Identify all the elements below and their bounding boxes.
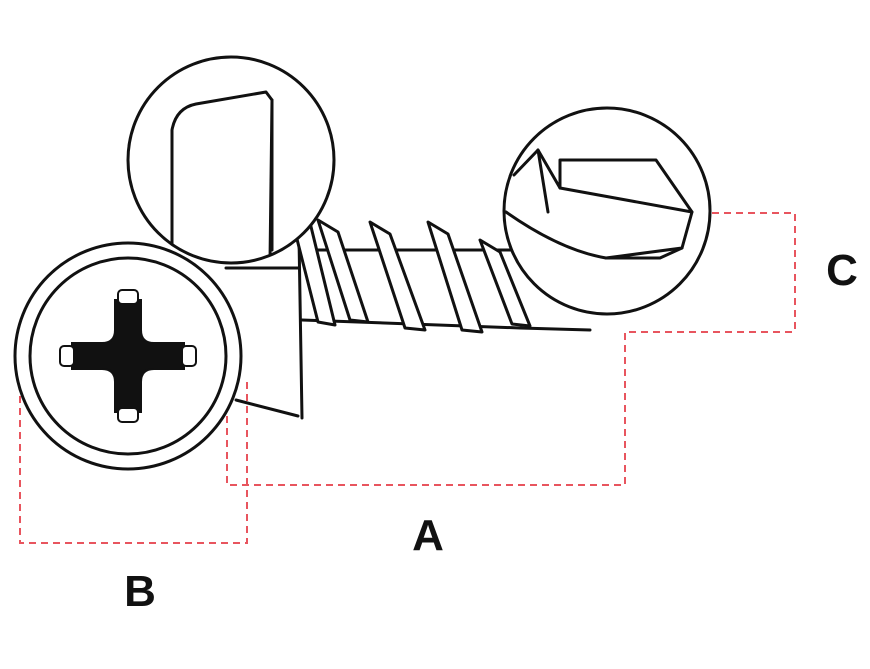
dimension-b-line [19, 348, 248, 544]
drill-point-detail-icon [502, 106, 712, 316]
dimension-a-line [226, 331, 795, 486]
screw-body [224, 176, 592, 420]
head-profile-detail-icon [126, 55, 336, 265]
phillips-head-icon [13, 241, 243, 471]
dimension-c-line [700, 212, 796, 332]
label-a: A [412, 511, 444, 560]
label-b: B [124, 567, 156, 616]
label-c: C [826, 246, 858, 295]
